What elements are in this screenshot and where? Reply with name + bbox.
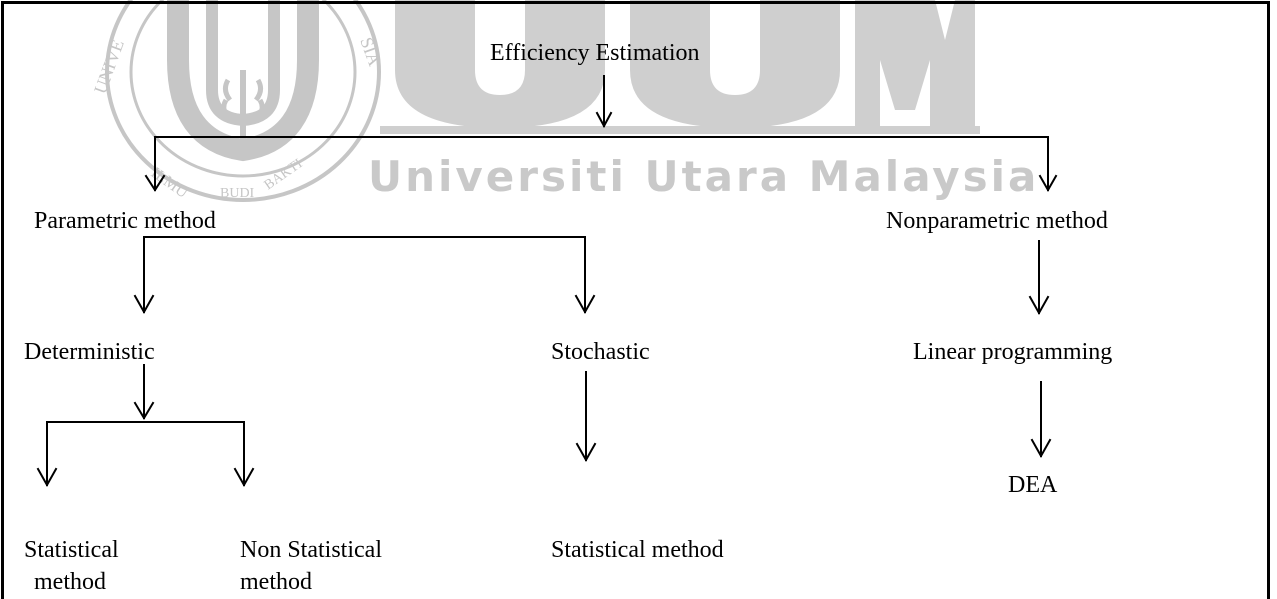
node-statistical-method-line1: Statistical — [24, 537, 119, 563]
node-stochastic: Stochastic — [551, 339, 650, 365]
node-linear-programming: Linear programming — [913, 339, 1113, 365]
arrow-from-stochastic — [575, 371, 597, 463]
node-efficiency-estimation: Efficiency Estimation — [490, 40, 700, 66]
arrow-to-stochastic — [574, 236, 596, 315]
arrow-to-deterministic — [133, 236, 155, 315]
arrow-to-linear-programming — [1028, 240, 1050, 316]
node-deterministic: Deterministic — [24, 339, 155, 365]
arrow-root — [595, 75, 613, 129]
node-statistical-method-line2: method — [34, 569, 106, 595]
arrow-to-nonparametric — [1038, 136, 1058, 193]
arrow-to-dea — [1030, 381, 1052, 459]
arrow-from-deterministic — [133, 364, 155, 420]
node-non-statistical-method-line1: Non Statistical — [240, 537, 382, 563]
node-parametric-method: Parametric method — [34, 208, 216, 234]
arrow-to-parametric — [144, 136, 166, 192]
node-stochastic-statistical-method: Statistical method — [551, 537, 724, 563]
watermark-university-name: Universiti Utara Malaysia — [368, 152, 1040, 201]
node-non-statistical-method-line2: method — [240, 569, 312, 595]
node-nonparametric-method: Nonparametric method — [886, 208, 1108, 234]
arrow-to-statistical — [36, 421, 58, 488]
node-dea: DEA — [1008, 472, 1058, 498]
arrow-to-non-statistical — [233, 421, 255, 488]
